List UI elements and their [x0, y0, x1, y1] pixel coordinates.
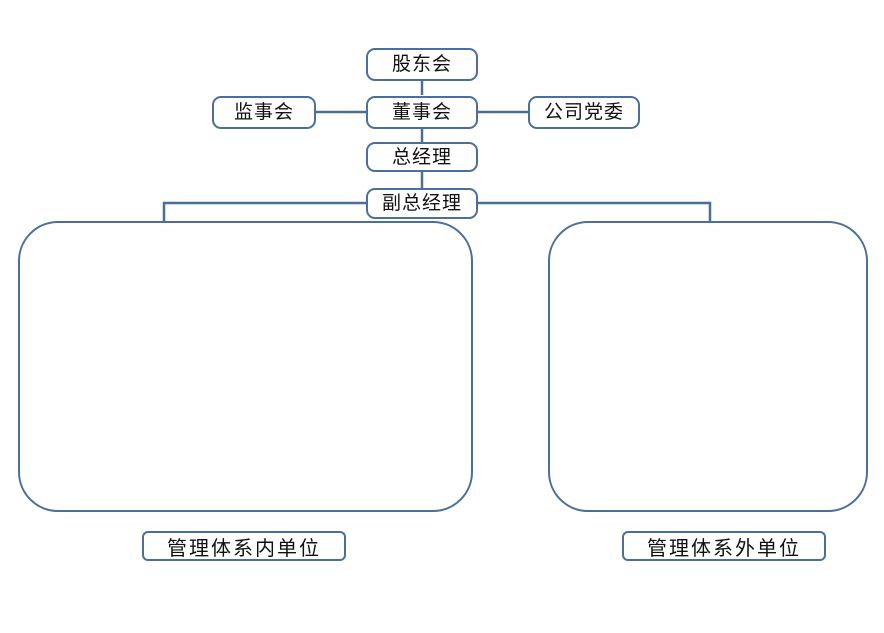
- group-internal-units: [18, 221, 473, 512]
- node-deputy-general-manager[interactable]: 副总经理: [366, 188, 478, 219]
- node-general-manager-label: 总经理: [391, 146, 452, 168]
- node-deputy-general-manager-label: 副总经理: [381, 193, 462, 214]
- caption-external-units-label: 管理体系外单位: [647, 537, 801, 560]
- caption-external-units: 管理体系外单位: [622, 531, 826, 561]
- node-supervisory-board[interactable]: 监事会: [212, 96, 316, 129]
- node-party-committee[interactable]: 公司党委: [528, 96, 640, 129]
- caption-internal-units: 管理体系内单位: [142, 531, 346, 561]
- node-supervisory-board-label: 监事会: [233, 102, 294, 123]
- node-board-of-directors[interactable]: 董事会: [366, 96, 478, 129]
- caption-internal-units-label: 管理体系内单位: [167, 537, 321, 560]
- group-external-units: [548, 221, 868, 512]
- node-general-manager[interactable]: 总经理: [366, 142, 478, 172]
- node-shareholders[interactable]: 股东会: [366, 48, 478, 81]
- node-shareholders-label: 股东会: [391, 54, 452, 75]
- node-board-of-directors-label: 董事会: [391, 102, 452, 123]
- node-party-committee-label: 公司党委: [543, 102, 624, 123]
